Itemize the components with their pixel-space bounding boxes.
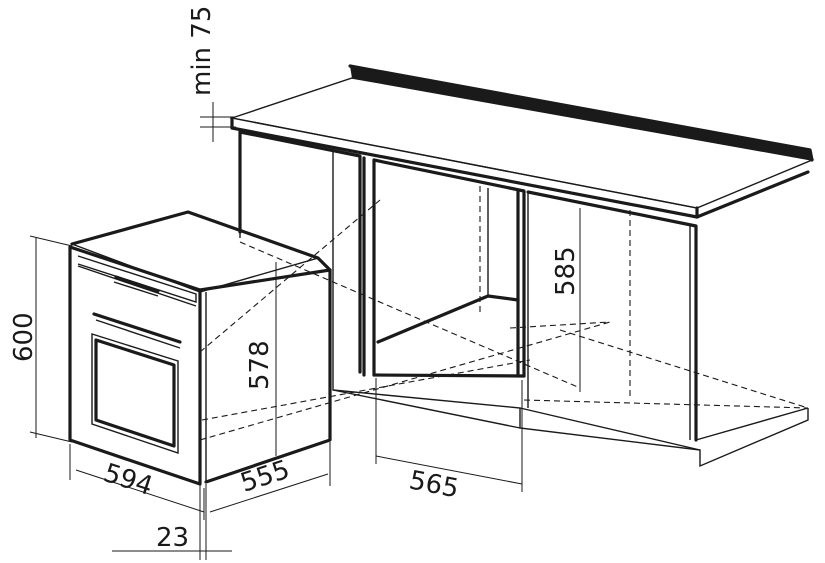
inner-height-label: 578	[245, 340, 275, 390]
oven-door-window	[91, 333, 179, 454]
oven-top-face	[69, 211, 321, 293]
kitchen-cabinet	[199, 64, 815, 468]
countertop-backsplash	[350, 66, 812, 160]
height-label: 600	[9, 312, 39, 362]
depth-label: 555	[237, 455, 293, 499]
dimension-lines	[29, 102, 581, 560]
frame-offset-label: 23	[156, 523, 189, 553]
niche-height-label: 585	[551, 246, 581, 296]
min-gap-label: min 75	[187, 6, 217, 96]
built-in-oven	[68, 210, 332, 486]
